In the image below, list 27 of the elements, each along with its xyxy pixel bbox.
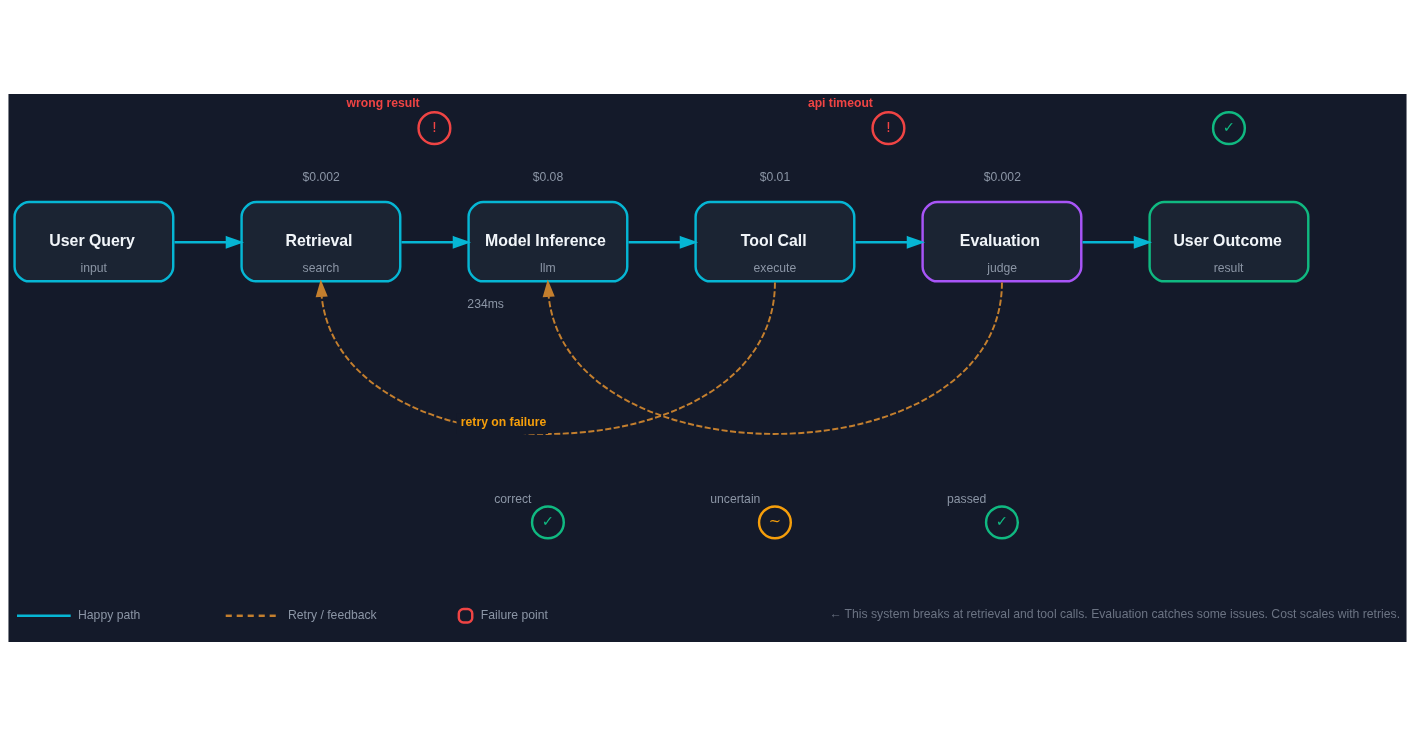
node-circle: ✓ <box>1211 111 1247 146</box>
node-label: 234ms <box>467 297 504 312</box>
arrow <box>542 279 1003 435</box>
node-circle: ~ <box>757 505 792 540</box>
legend-label: Retry / feedback <box>287 607 377 622</box>
edge-label: retry on failure <box>460 414 547 429</box>
label: ← This system breaks at retrieval and tool calls. Evaluation catches some issues. Cost scales with retries. <box>829 607 1401 622</box>
node-label: $0.01 <box>759 170 791 185</box>
node-circle: ! <box>871 111 906 146</box>
arrow <box>174 235 245 249</box>
node-label: $0.08 <box>532 170 564 185</box>
node-label: wrong result <box>346 96 420 111</box>
node-label: $0.002 <box>983 170 1021 185</box>
arrow <box>401 235 472 249</box>
node-circle: ✓ <box>984 505 1020 540</box>
node-label: api timeout <box>807 96 873 111</box>
legend-label: Happy path <box>78 607 141 622</box>
node-label: passed <box>947 491 987 506</box>
arrow <box>1082 235 1153 249</box>
node-label: correct <box>494 491 532 506</box>
node-circle: ! <box>417 111 452 146</box>
node-label: uncertain <box>710 491 761 506</box>
node-circle: ✓ <box>530 505 565 540</box>
arrow <box>855 235 926 249</box>
node-label: $0.002 <box>302 170 340 185</box>
legend-label: Failure point <box>480 607 548 622</box>
arrow <box>628 235 699 249</box>
